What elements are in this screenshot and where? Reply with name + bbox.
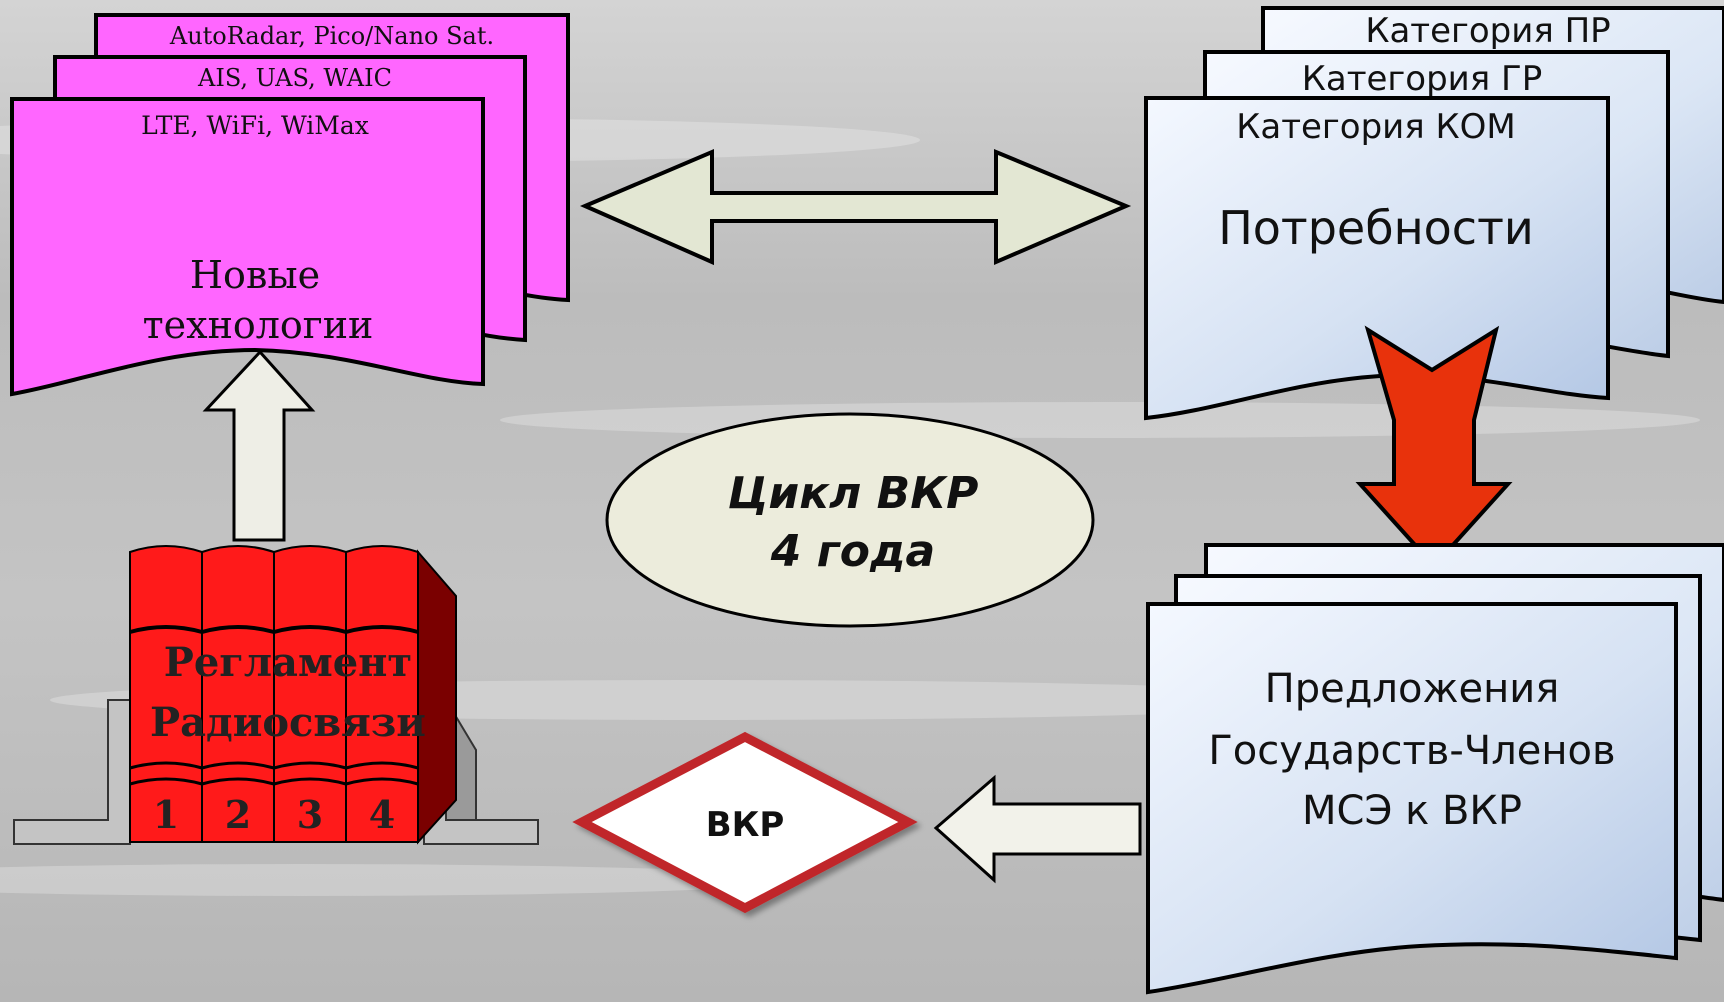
needs-stack: Категория ПР Категория ГР Категория КОМ …: [1144, 6, 1724, 421]
needs-doc-back-label: Категория ПР: [1365, 11, 1610, 51]
regulations-line1: Регламент: [164, 639, 412, 686]
regulations-line2: Радиосвязи: [150, 699, 426, 746]
volume-number-1: 1: [153, 792, 179, 837]
proposals-line2: Государств-Членов: [1208, 728, 1615, 774]
new-technologies-stack: AutoRadar, Pico/Nano Sat. AIS, UAS, WAIC…: [10, 13, 570, 397]
book-band: [345, 761, 419, 770]
cycle-line2: 4 года: [770, 526, 935, 577]
needs-title: Потребности: [1218, 201, 1534, 255]
proposals-line1: Предложения: [1265, 666, 1560, 712]
volume-number-4: 4: [369, 792, 395, 837]
tech-doc-front: [10, 97, 485, 397]
tech-title-line1: Новые: [190, 253, 320, 297]
needs-doc-middle-label: Категория ГР: [1302, 59, 1543, 99]
proposals-to-wrc-arrow: [933, 774, 1142, 884]
proposals-line3: МСЭ к ВКР: [1302, 788, 1522, 834]
wrc-diamond-shape: [572, 731, 918, 914]
book-band: [345, 777, 419, 786]
books-side: [417, 549, 457, 845]
book-band: [129, 761, 203, 770]
book-spine-4: [345, 545, 419, 843]
cycle-line1: Цикл ВКР: [728, 468, 979, 519]
double-arrow: [579, 148, 1132, 266]
proposals-doc-front: [1146, 602, 1678, 995]
book-band: [273, 761, 347, 770]
needs-to-proposals-arrow: [1355, 325, 1513, 569]
book-band: [273, 777, 347, 786]
radio-regulations-books: 1 2 3 4 Регламент Радиосвязи: [13, 545, 539, 845]
book-band: [201, 625, 275, 634]
tech-title-line2: технологии: [143, 303, 374, 347]
proposals-stack: Предложения Государств-Членов МСЭ к ВКР: [1146, 543, 1724, 995]
tech-doc-front-label: LTE, WiFi, WiMax: [141, 111, 369, 140]
book-band: [273, 625, 347, 634]
needs-doc-front-label: Категория КОМ: [1236, 107, 1516, 147]
book-band: [201, 777, 275, 786]
book-band: [129, 777, 203, 786]
book-band: [201, 761, 275, 770]
wrc-diamond-label: ВКР: [706, 805, 785, 845]
volume-number-3: 3: [297, 792, 323, 837]
cycle-ellipse: [605, 412, 1095, 628]
tech-doc-middle-label: AIS, UAS, WAIC: [197, 64, 392, 92]
wrc-diamond: [572, 731, 918, 914]
volume-number-2: 2: [225, 792, 251, 837]
regulations-to-technologies-arrow: [202, 349, 316, 542]
book-spines: 1 2 3 4: [129, 545, 419, 843]
book-band: [129, 625, 203, 634]
book-band: [345, 625, 419, 634]
tech-doc-back-label: AutoRadar, Pico/Nano Sat.: [169, 22, 494, 50]
